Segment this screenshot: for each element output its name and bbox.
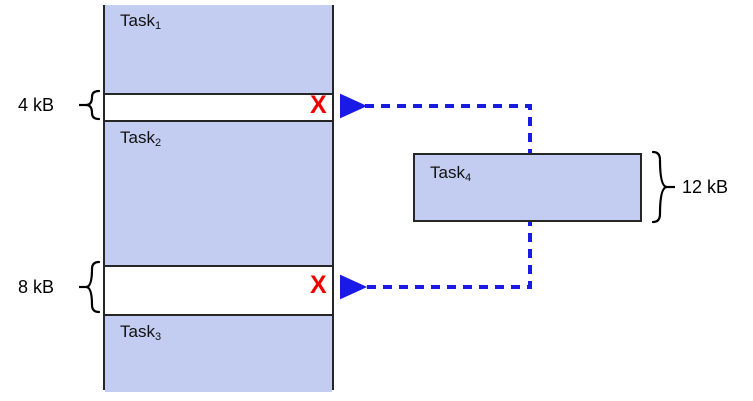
task1-label: Task1: [120, 11, 162, 32]
task2-label: Task2: [120, 128, 162, 149]
size-label-12kb: 12 kB: [682, 177, 729, 197]
brace-4kb: [85, 89, 101, 121]
size-label-8kb: 8 kB: [18, 277, 55, 297]
x-mark-gap-4kb: X: [310, 91, 327, 119]
task3-label: Task3: [120, 322, 162, 343]
x-mark-gap-8kb: X: [310, 271, 327, 299]
memory-block-task1: Task1: [105, 5, 332, 95]
brace-8kb: [85, 260, 101, 314]
memory-block-task3: Task3: [105, 314, 332, 392]
memory-gap-8kb: [105, 267, 332, 316]
incoming-task-box: Task4: [413, 153, 642, 222]
memory-block-task2: Task2: [105, 120, 332, 267]
size-label-4kb: 4 kB: [18, 95, 55, 115]
task4-label: Task4: [430, 163, 472, 184]
memory-column: Task1 Task2 Task3: [103, 5, 334, 392]
brace-12kb: [651, 150, 668, 224]
memory-gap-4kb: [105, 95, 332, 122]
